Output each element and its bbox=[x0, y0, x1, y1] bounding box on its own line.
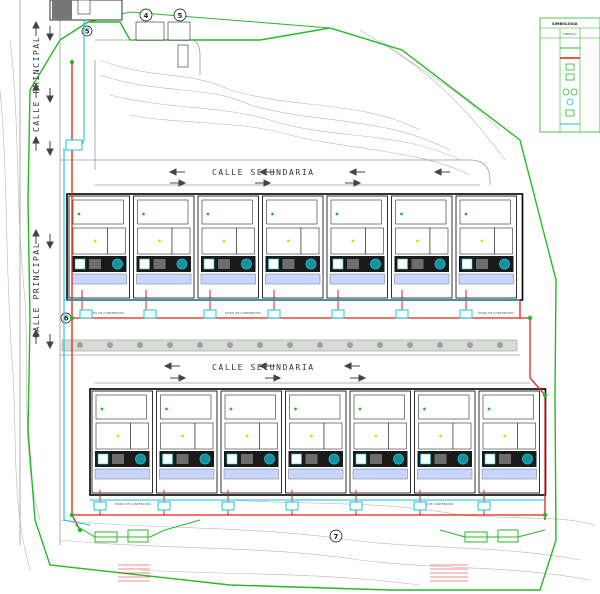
svg-text:5: 5 bbox=[85, 28, 90, 36]
entrance-building bbox=[49, 0, 123, 21]
svg-text:7: 7 bbox=[334, 533, 339, 541]
bottom-row-unit bbox=[156, 390, 218, 494]
top-row-unit bbox=[68, 195, 130, 299]
property-boundary-top bbox=[87, 11, 331, 29]
street-label-main-top: CALLE PRINCIPAL bbox=[32, 36, 41, 132]
top-row-unit bbox=[326, 195, 388, 299]
drain-field-left bbox=[118, 564, 150, 582]
top-row-unit bbox=[262, 195, 324, 299]
manholes bbox=[65, 139, 491, 511]
wall-note-3: MURO DE CONTENCION bbox=[478, 311, 514, 315]
legend-sub: SIMBOLO bbox=[563, 32, 577, 36]
bottom-row-unit bbox=[414, 390, 476, 494]
wall-note-4: MURO DE CONTENCION bbox=[115, 502, 151, 506]
green-equipment-right bbox=[439, 529, 546, 543]
svg-text:4: 4 bbox=[144, 12, 149, 20]
wall-note-1: MURO DE CONTENCION bbox=[88, 311, 124, 315]
top-row-unit bbox=[133, 195, 195, 299]
top-row-unit bbox=[455, 195, 517, 299]
street-label-main-bottom: CALLE PRINCIPAL bbox=[32, 242, 41, 338]
bottom-row-unit bbox=[349, 390, 411, 494]
svg-text:5: 5 bbox=[178, 12, 183, 20]
bottom-row-unit bbox=[91, 390, 153, 494]
green-equipment-left bbox=[74, 519, 201, 543]
top-row-unit bbox=[197, 195, 259, 299]
top-row-unit bbox=[391, 195, 453, 299]
callout-7: 7 bbox=[329, 529, 343, 543]
wall-note-2: MURO DE CONTENCION bbox=[225, 311, 261, 315]
housing-block-bottom bbox=[89, 388, 547, 496]
wall-note-5: MURO DE CONTENCION bbox=[418, 502, 454, 506]
callout-4: 4 bbox=[139, 8, 153, 22]
callout-5-top: 5 bbox=[173, 8, 187, 22]
bottom-row-unit bbox=[220, 390, 282, 494]
drain-field-right bbox=[430, 564, 468, 582]
legend: SIMBOLOGIA SIMBOLO bbox=[539, 17, 600, 133]
property-boundary bbox=[27, 21, 557, 591]
bottom-row-unit bbox=[285, 390, 347, 494]
callout-6: 6 bbox=[60, 312, 72, 324]
median-trees bbox=[77, 342, 503, 348]
svg-text:6: 6 bbox=[64, 315, 69, 323]
bottom-row-unit bbox=[478, 390, 540, 494]
housing-block-top bbox=[66, 193, 524, 301]
parking-box-4 bbox=[135, 21, 191, 68]
traffic-arrows bbox=[32, 20, 450, 382]
legend-title: SIMBOLOGIA bbox=[552, 22, 578, 26]
cyan-pipe-network bbox=[63, 20, 545, 526]
